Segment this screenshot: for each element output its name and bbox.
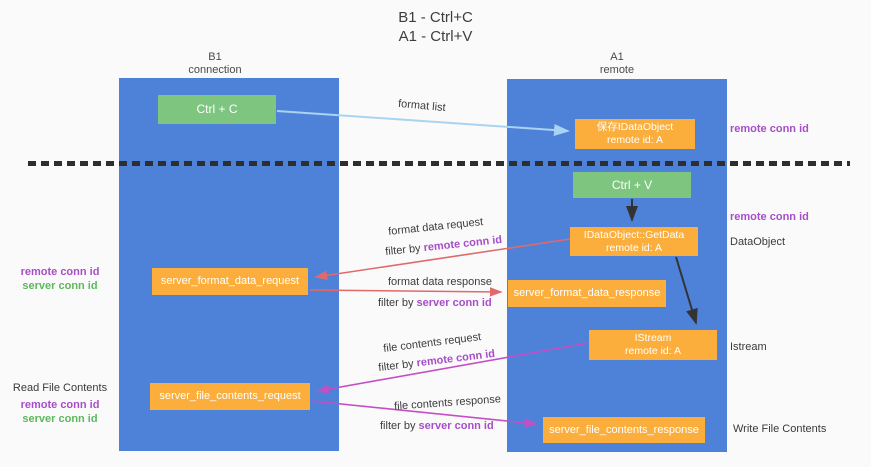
edge-label-format-list: format list bbox=[397, 97, 447, 115]
left-mid-server-conn-id: server conn id bbox=[22, 280, 98, 292]
annotation-left-mid-ids: remote conn id server conn id bbox=[5, 265, 115, 293]
filter-by-prefix: filter by bbox=[380, 420, 419, 432]
dashed-divider bbox=[28, 161, 850, 166]
filter-by-value: server conn id bbox=[416, 297, 492, 309]
server-format-data-request-label: server_format_data_request bbox=[160, 275, 300, 287]
lane-right-title: A1 bbox=[610, 51, 624, 63]
lane-header-a1-remote: A1 remote bbox=[557, 51, 677, 77]
lane-header-b1-connection: B1 connection bbox=[155, 51, 275, 77]
title-line-1: B1 - Ctrl+C bbox=[398, 9, 473, 26]
node-server-format-data-request: server_format_data_request bbox=[152, 268, 308, 295]
istream-line2: remote id: A bbox=[624, 345, 682, 357]
annotation-istream: Istream bbox=[730, 341, 767, 353]
lane-left-title: B1 bbox=[208, 51, 222, 63]
getdata-line2: remote id: A bbox=[605, 241, 663, 254]
getdata-line1: IDataObject::GetData bbox=[583, 228, 685, 241]
node-ctrl-v: Ctrl + V bbox=[573, 172, 691, 198]
annotation-remote-conn-id-mid: remote conn id bbox=[730, 211, 809, 223]
server-format-data-response-label: server_format_data_response bbox=[513, 287, 661, 299]
read-file-contents-label: Read File Contents bbox=[12, 382, 108, 394]
node-istream: IStream remote id: A bbox=[589, 330, 717, 360]
node-server-file-contents-response: server_file_contents_response bbox=[543, 417, 705, 443]
filter-by-value: server conn id bbox=[418, 420, 494, 432]
node-save-idataobject: 保存IDataObject remote id: A bbox=[575, 119, 695, 149]
node-ctrl-c: Ctrl + C bbox=[158, 95, 276, 124]
lane-right-subtitle: remote bbox=[599, 64, 635, 76]
save-idataobject-line1: 保存IDataObject bbox=[596, 121, 674, 133]
node-idataobject-getdata: IDataObject::GetData remote id: A bbox=[570, 227, 698, 256]
istream-line1: IStream bbox=[634, 332, 672, 344]
edge-label-file-contents-response: file contents response bbox=[393, 393, 502, 413]
ctrl-c-label: Ctrl + C bbox=[196, 102, 238, 116]
edge-label-format-data-response: format data response bbox=[388, 276, 492, 288]
annotation-remote-conn-id-top: remote conn id bbox=[730, 123, 809, 135]
node-server-file-contents-request: server_file_contents_request bbox=[150, 383, 310, 410]
server-file-contents-response-label: server_file_contents_response bbox=[549, 423, 699, 436]
edge-label-file-contents-response-filter: filter by server conn id bbox=[380, 420, 494, 432]
edge-label-format-data-response-filter: filter by server conn id bbox=[378, 297, 492, 309]
diagram-title: B1 - Ctrl+C A1 - Ctrl+V bbox=[0, 8, 871, 46]
filter-by-prefix: filter by bbox=[377, 357, 418, 375]
filter-by-value: remote conn id bbox=[422, 233, 503, 255]
left-bottom-remote-conn-id: remote conn id bbox=[20, 399, 100, 411]
annotation-left-bottom-ids: Read File Contents remote conn id server… bbox=[5, 381, 115, 426]
title-line-2: A1 - Ctrl+V bbox=[398, 28, 473, 45]
annotation-write-file-contents: Write File Contents bbox=[733, 423, 827, 435]
left-mid-remote-conn-id: remote conn id bbox=[20, 266, 100, 278]
filter-by-value: remote conn id bbox=[415, 347, 496, 370]
filter-by-prefix: filter by bbox=[384, 242, 425, 259]
edge-label-format-data-request: format data request bbox=[387, 216, 484, 238]
annotation-dataobject: DataObject bbox=[730, 236, 786, 248]
left-bottom-server-conn-id: server conn id bbox=[22, 413, 98, 425]
node-server-format-data-response: server_format_data_response bbox=[508, 280, 666, 307]
ctrl-v-label: Ctrl + V bbox=[611, 177, 653, 192]
filter-by-prefix: filter by bbox=[378, 297, 417, 309]
edge-label-format-data-request-filter: filter by remote conn id bbox=[385, 234, 503, 258]
lane-left-subtitle: connection bbox=[188, 64, 242, 76]
server-file-contents-request-label: server_file_contents_request bbox=[159, 390, 301, 402]
save-idataobject-line2: remote id: A bbox=[606, 134, 664, 146]
